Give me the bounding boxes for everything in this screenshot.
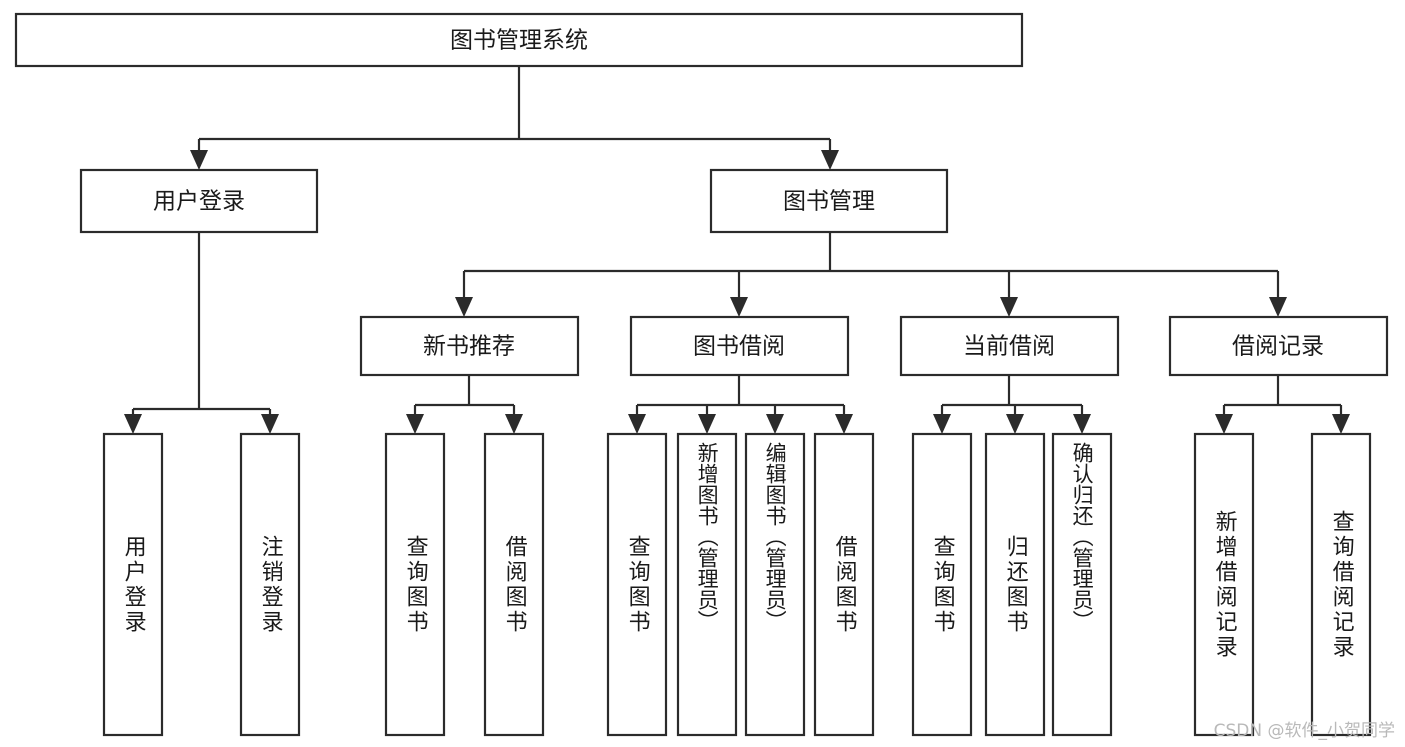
arrowhead-leaf-add-book-admin <box>698 414 716 434</box>
node-root-box[interactable] <box>14 12 1024 68</box>
node-leaf-user-login-box[interactable] <box>102 432 164 737</box>
node-user-login-box[interactable] <box>79 168 319 234</box>
arrowhead-leaf-add-record <box>1215 414 1233 434</box>
node-root-label: 图书管理系统 <box>450 28 588 54</box>
node-new-book-recommend[interactable]: 新书推荐 <box>359 315 580 377</box>
node-borrow-record-box[interactable] <box>1168 315 1389 377</box>
arrowhead-leaf-user-login <box>124 414 142 434</box>
node-book-borrow[interactable]: 图书借阅 <box>629 315 850 377</box>
node-leaf-borrow-book-bw-box[interactable] <box>813 432 875 737</box>
arrowhead-leaf-query-book-bw <box>628 414 646 434</box>
node-leaf-query-book-bw-box[interactable] <box>606 432 668 737</box>
node-current-borrow[interactable]: 当前借阅 <box>899 315 1120 377</box>
arrowhead-leaf-query-book-cur <box>933 414 951 434</box>
arrowhead-leaf-return-book <box>1006 414 1024 434</box>
node-new-book-recommend-label: 新书推荐 <box>423 334 515 360</box>
node-borrow-record-label: 借阅记录 <box>1232 334 1324 360</box>
arrowhead-new-book-recommend <box>455 297 473 317</box>
node-user-login-label: 用户登录 <box>153 189 245 215</box>
connector-group <box>124 66 1350 434</box>
node-current-borrow-label: 当前借阅 <box>963 334 1055 360</box>
node-book-borrow-box[interactable] <box>629 315 850 377</box>
node-leaf-confirm-return-admin-box[interactable] <box>1051 432 1113 737</box>
node-leaf-edit-book-admin-box[interactable] <box>744 432 806 737</box>
node-leaf-borrow-book-rec-box[interactable] <box>483 432 545 737</box>
node-book-borrow-label: 图书借阅 <box>693 334 785 360</box>
leaf-box-group <box>102 432 1372 737</box>
arrowhead-current-borrow <box>1000 297 1018 317</box>
node-leaf-query-record-box[interactable] <box>1310 432 1372 737</box>
node-leaf-add-record-box[interactable] <box>1193 432 1255 737</box>
node-group: 图书管理系统 用户登录 图书管理 新书推荐 图书借阅 当前 <box>14 12 1389 737</box>
arrowhead-borrow-record <box>1269 297 1287 317</box>
node-book-manage[interactable]: 图书管理 <box>709 168 949 234</box>
arrowhead-leaf-confirm-return-admin <box>1073 414 1091 434</box>
node-leaf-return-book-box[interactable] <box>984 432 1046 737</box>
node-book-manage-label: 图书管理 <box>783 189 875 215</box>
arrowhead-book-borrow <box>730 297 748 317</box>
arrowhead-book-manage <box>821 150 839 170</box>
node-current-borrow-box[interactable] <box>899 315 1120 377</box>
node-leaf-logout-box[interactable] <box>239 432 301 737</box>
node-root[interactable]: 图书管理系统 <box>14 12 1024 68</box>
node-user-login[interactable]: 用户登录 <box>79 168 319 234</box>
node-book-manage-box[interactable] <box>709 168 949 234</box>
arrowhead-leaf-edit-book-admin <box>766 414 784 434</box>
arrowhead-leaf-borrow-book-bw <box>835 414 853 434</box>
node-new-book-recommend-box[interactable] <box>359 315 580 377</box>
node-leaf-query-book-cur-box[interactable] <box>911 432 973 737</box>
node-borrow-record[interactable]: 借阅记录 <box>1168 315 1389 377</box>
arrowhead-leaf-logout <box>261 414 279 434</box>
arrowhead-leaf-borrow-book-rec <box>505 414 523 434</box>
arrowhead-user-login <box>190 150 208 170</box>
node-leaf-add-book-admin-box[interactable] <box>676 432 738 737</box>
arrowhead-leaf-query-record <box>1332 414 1350 434</box>
node-leaf-query-book-rec-box[interactable] <box>384 432 446 737</box>
arrowhead-leaf-query-book-rec <box>406 414 424 434</box>
